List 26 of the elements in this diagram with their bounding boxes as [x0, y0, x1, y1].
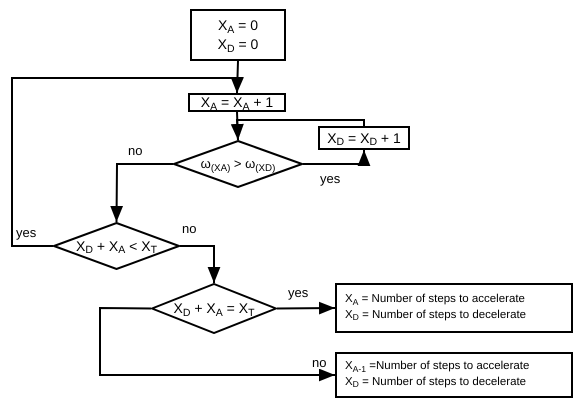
node-text: X$_{D}$ = Number of steps to decelerate [345, 308, 526, 324]
decision-diamond [151, 283, 277, 334]
process-box [188, 93, 286, 112]
decision-diamond [53, 222, 180, 270]
decision-diamond [173, 140, 303, 188]
arrow [11, 77, 244, 247]
arrow [303, 150, 370, 166]
node-text: X$_{D}$ = 0 [218, 35, 258, 54]
node-text: X$_{D}$ = Number of steps to decelerate [345, 375, 526, 391]
arrow [276, 302, 336, 315]
process-box [318, 126, 410, 150]
node-text: X$_{D}$ = X$_{D}$ + 1 [327, 128, 401, 148]
arrow [230, 119, 365, 140]
arrow [110, 163, 173, 222]
node-text: X$_{D}$ + X$_{A}$ = X$_{T}$ [174, 299, 254, 318]
node-text: X$_{A}$ = 0 [218, 16, 258, 35]
arrow [180, 245, 220, 283]
node-text: ω$_{(XA)}$ > ω$_{(XD)}$ [200, 155, 276, 173]
process-box [335, 283, 573, 333]
node-text: X$_{D}$ + X$_{A}$ < X$_{T}$ [76, 236, 157, 256]
node-text: X$_{A}$ = X$_{A}$ + 1 [200, 93, 274, 112]
node-text: X$_{A-1}$ =Number of steps to accelerate [345, 359, 530, 375]
process-box [190, 9, 286, 61]
arrow [99, 307, 335, 382]
node-text: X$_{A}$ = Number of steps to accelerate [345, 292, 525, 308]
process-box [335, 352, 573, 398]
